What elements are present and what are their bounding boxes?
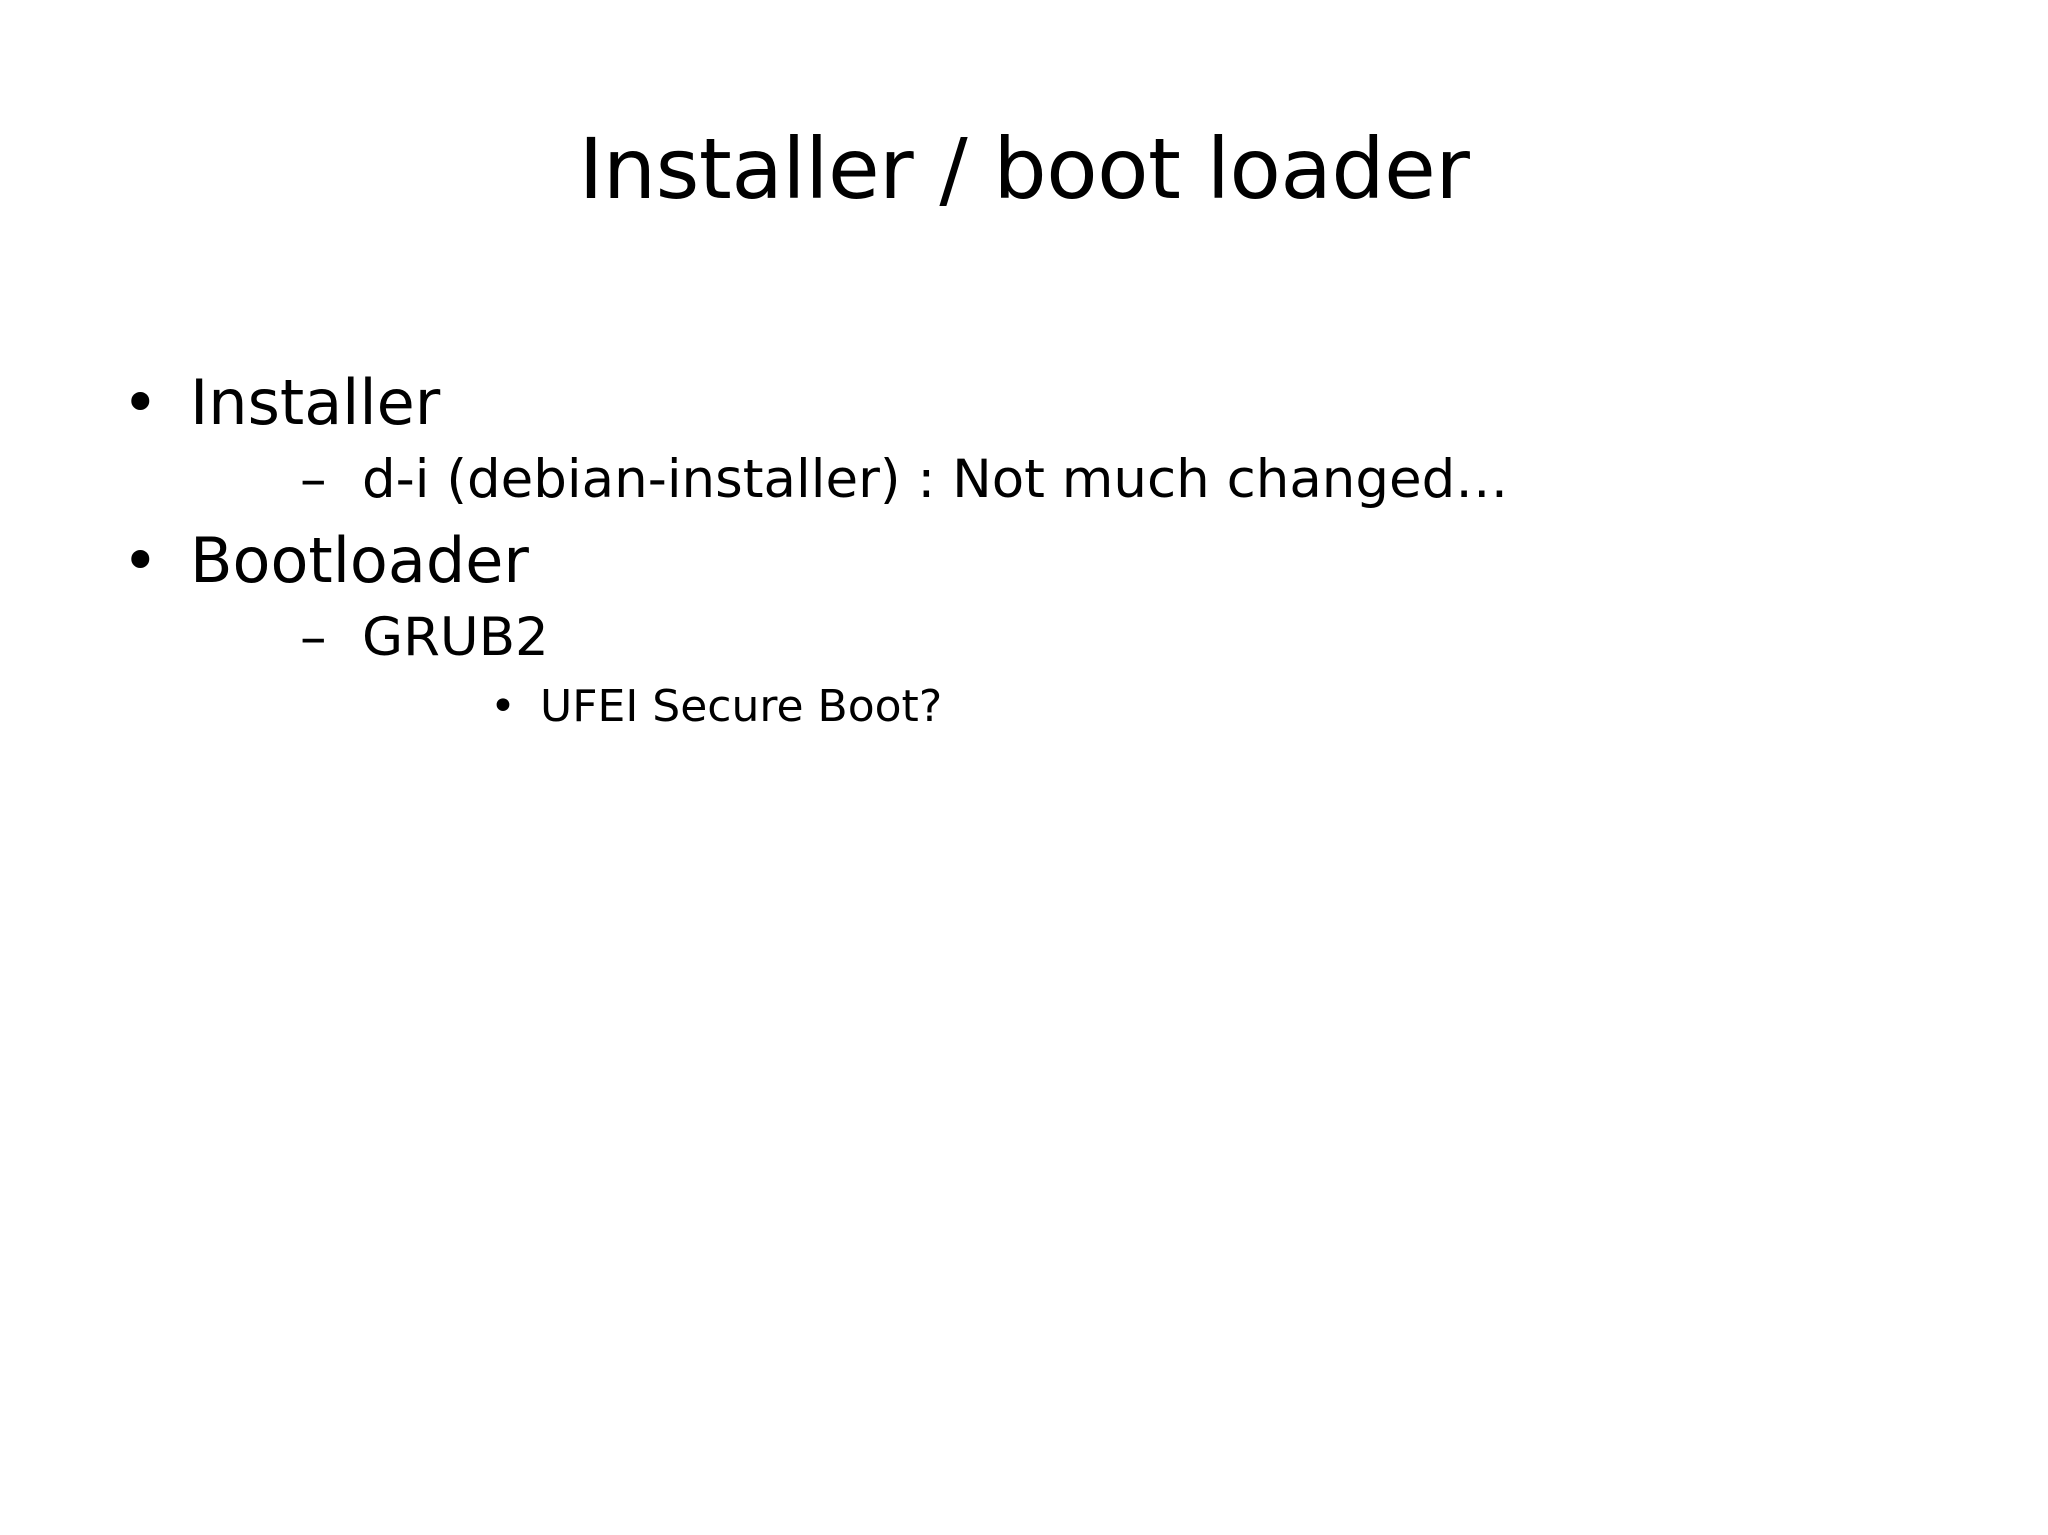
bullet-dot-icon: • (122, 366, 159, 439)
slide-body-outline: • Installer – d-i (debian-installer) : N… (0, 366, 2048, 745)
outline-item-label: Installer (190, 366, 441, 439)
outline-item-label: UFEI Secure Boot? (540, 681, 943, 733)
outline-item-label: d-i (debian-installer) : Not much change… (362, 449, 1509, 511)
outline-item-debian-installer: – d-i (debian-installer) : Not much chan… (0, 449, 2048, 512)
outline-item-label: GRUB2 (362, 606, 549, 668)
bullet-dash-icon: – (300, 606, 327, 668)
bullet-dash-icon: – (300, 449, 327, 511)
outline-item-installer: • Installer (0, 366, 2048, 439)
outline-item-label: Bootloader (190, 523, 529, 597)
bullet-dot-icon: • (122, 523, 159, 597)
page-title: Installer / boot loader (578, 120, 1470, 218)
outline-item-grub2: – GRUB2 (0, 607, 2048, 670)
bullet-dot-icon: • (490, 681, 516, 733)
outline-item-secure-boot: • UFEI Secure Boot? (0, 681, 2048, 733)
outline-item-bootloader: • Bootloader (0, 524, 2048, 597)
